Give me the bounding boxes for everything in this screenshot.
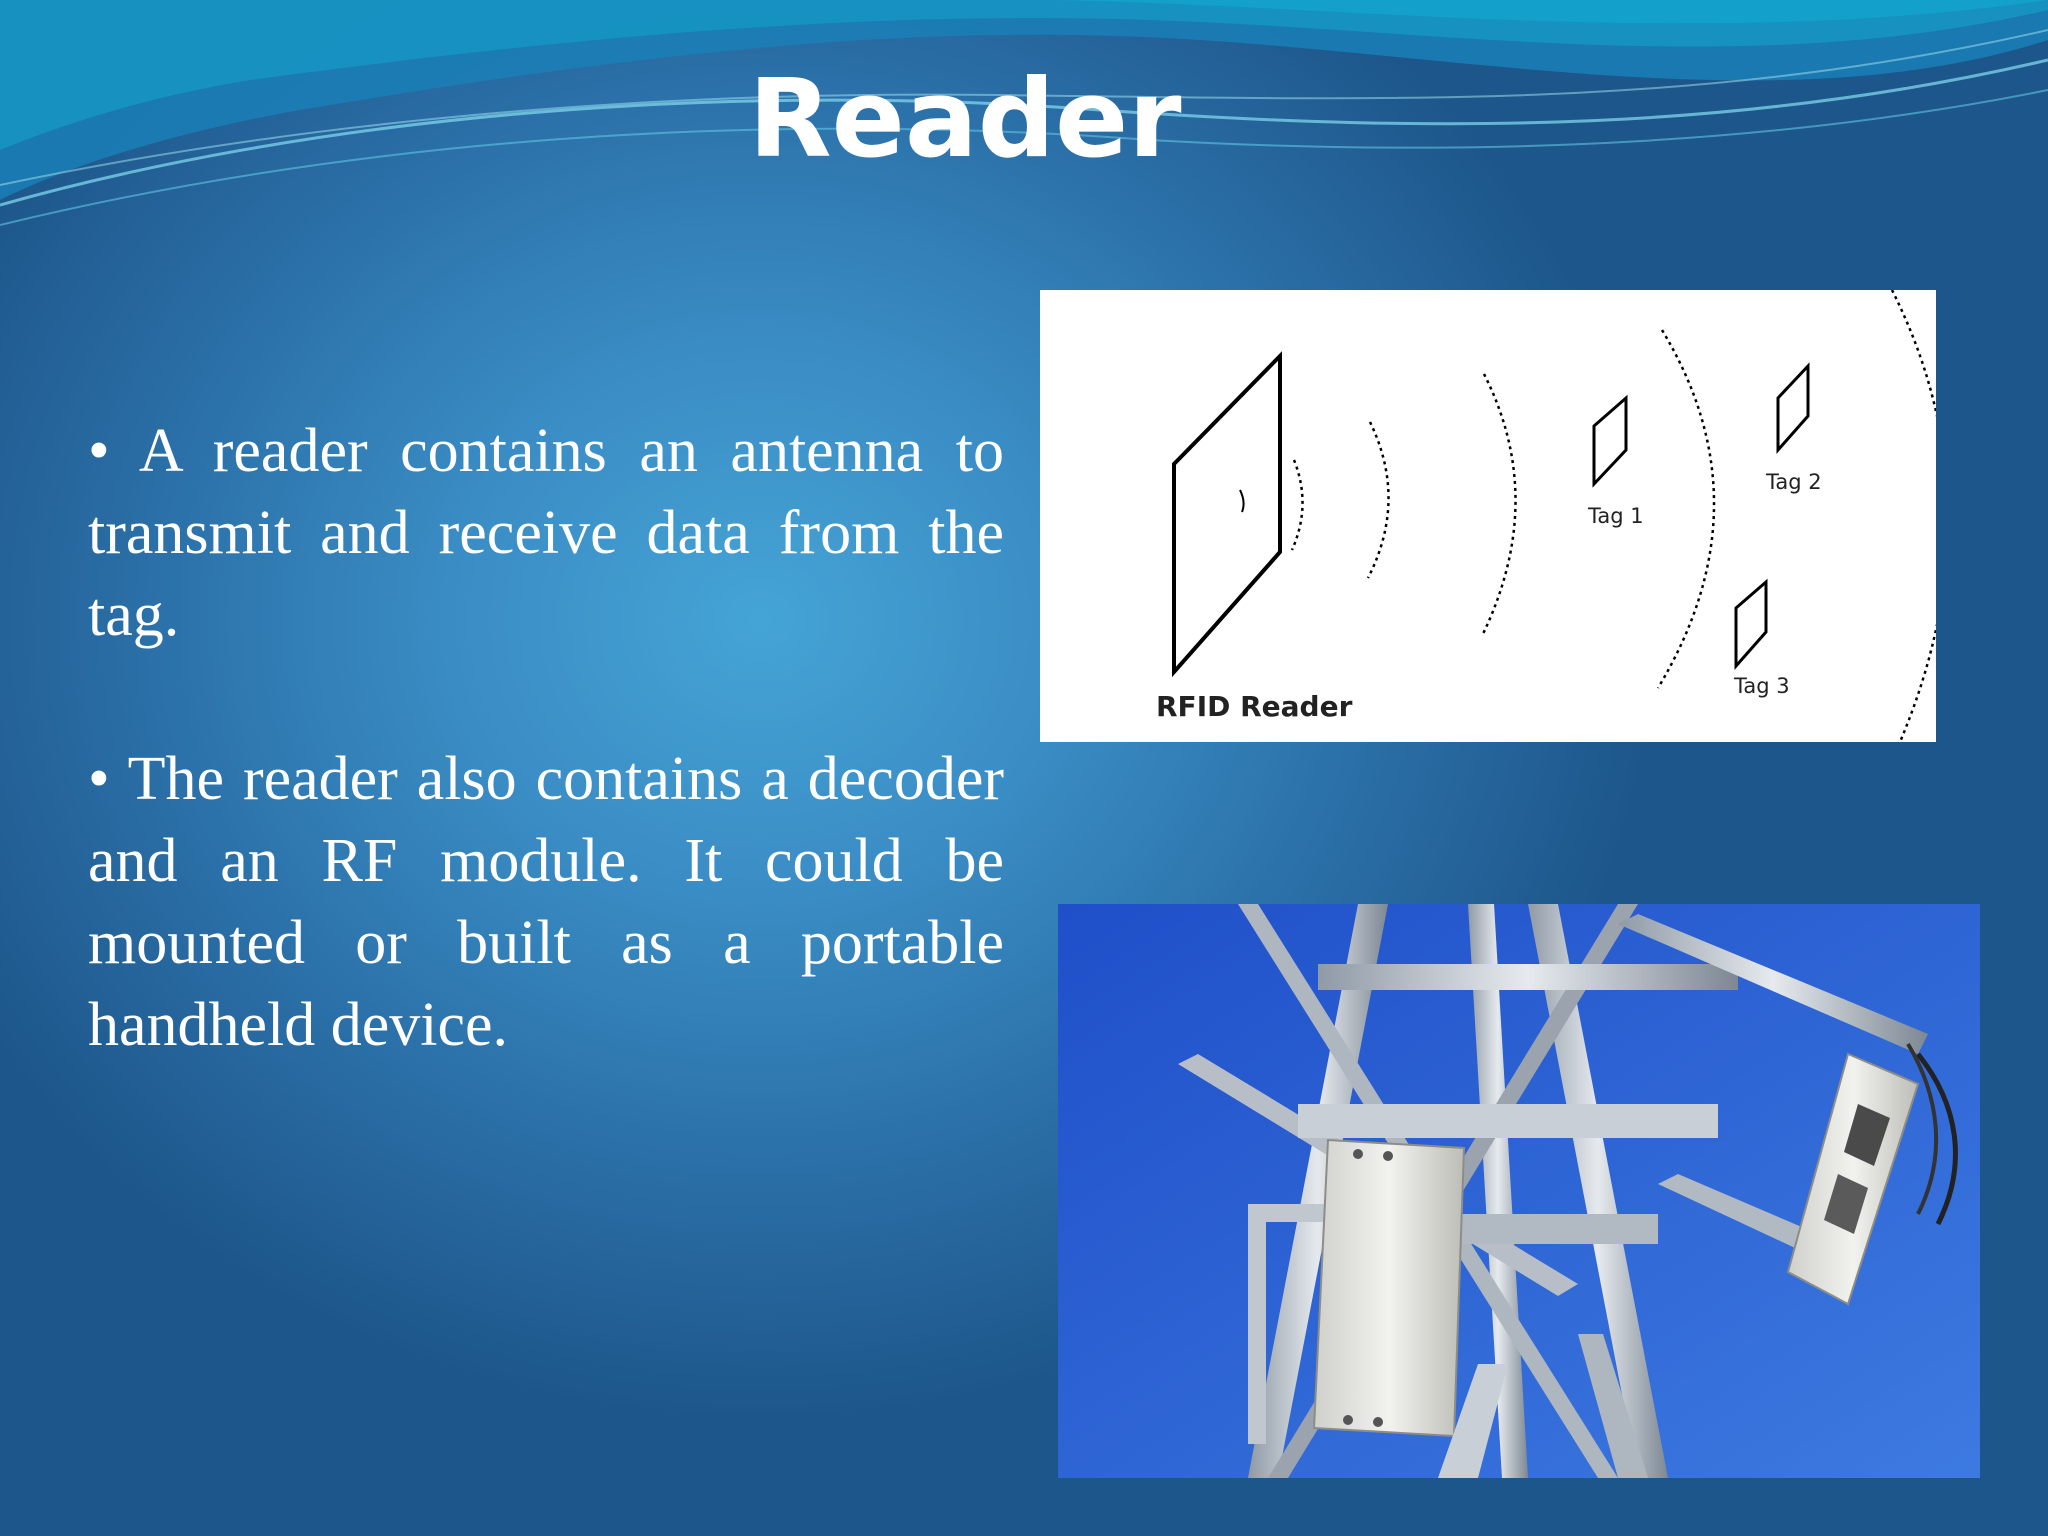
header-wave-decoration: [0, 0, 2048, 226]
reader-label: RFID Reader: [1156, 690, 1353, 723]
tag-3-shape: [1734, 578, 1768, 670]
signal-wave: [1656, 329, 1716, 689]
rfid-diagram: RFID Reader Tag 1 Tag 2 Tag 3: [1040, 290, 1936, 742]
signal-wave: [1239, 489, 1245, 513]
tag-3-label: Tag 3: [1734, 674, 1790, 698]
tag-1-label: Tag 1: [1588, 504, 1644, 528]
photo-illustration: [1058, 904, 1980, 1478]
reader-antenna-panel: [1172, 351, 1282, 678]
tag-2-shape: [1776, 362, 1810, 454]
tag-1-shape: [1592, 394, 1628, 488]
signal-wave: [1890, 290, 1936, 742]
tag-2-label: Tag 2: [1766, 470, 1822, 494]
signal-wave: [1480, 373, 1517, 637]
bullet-item: • A reader contains an antenna to transm…: [88, 417, 1004, 649]
bullet-item: • The reader also contains a decoder and…: [88, 745, 1004, 1059]
rfid-diagram-drawing: [1172, 290, 1936, 742]
rfid-reader-tower-photo: [1058, 904, 1980, 1478]
signal-wave: [1290, 459, 1304, 551]
signal-wave: [1366, 421, 1390, 579]
bullet-list: • A reader contains an antenna to transm…: [88, 410, 1004, 1148]
slide-title: Reader: [748, 57, 1182, 182]
